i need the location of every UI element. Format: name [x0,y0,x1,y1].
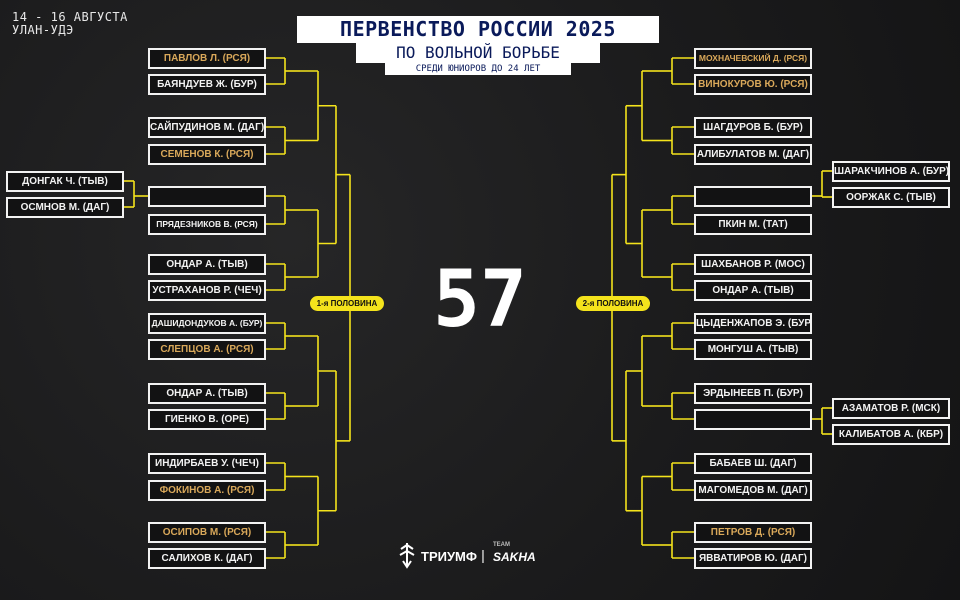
right-slot-2: ШАГДУРОВ Б. (БУР) [694,116,812,138]
triumph-logo-icon [399,543,415,569]
right-slot-15: ЯВВАТИРОВ Ю. (ДАГ) [694,547,812,569]
left-slot-10: ОНДАР А. (ТЫВ) [148,382,266,404]
left-slot-empty-4 [148,185,266,207]
right-slot-10: ЭРДЫНЕЕВ П. (БУР) [694,382,812,404]
right-slot-8: ЦЫДЕНЖАПОВ Э. (БУР) [694,312,812,334]
sponsor-logos: ТРИУМФ | TEAM SAKHA [397,541,547,569]
dates-text: 14 - 16 АВГУСТА [12,10,128,24]
right-slot-empty-4 [694,185,812,207]
right-slot-13: МАГОМЕДОВ М. (ДАГ) [694,479,812,501]
left-slot-0: ПАВЛОВ Л. (РСЯ) [148,47,266,69]
weight-category: 57 [433,255,527,345]
left-slot-3: СЕМЕНОВ К. (РСЯ) [148,143,266,165]
half-label-left: 1-я ПОЛОВИНА [310,296,384,311]
logo-separator: | [481,547,485,563]
left-slot-14: ОСИПОВ М. (РСЯ) [148,521,266,543]
right-slot-1: ВИНОКУРОВ Ю. (РСЯ) [694,73,812,95]
right-pre-slot-0: ШАРАКЧИНОВ А. (БУР) [832,160,950,182]
city-text: УЛАН-УДЭ [12,23,74,37]
left-slot-5: ПРЯДЕЗНИКОВ В. (РСЯ) [148,213,266,235]
left-slot-1: БАЯНДУЕВ Ж. (БУР) [148,73,266,95]
left-slot-13: ФОКИНОВ А. (РСЯ) [148,479,266,501]
left-slot-6: ОНДАР А. (ТЫВ) [148,253,266,275]
left-slot-2: САЙПУДИНОВ М. (ДАГ) [148,116,266,138]
title-sub: ПО ВОЛЬНОЙ БОРЬБЕ [356,43,600,63]
left-pre-slot-1: ОСМНОВ М. (ДАГ) [6,196,124,218]
left-slot-8: ДАШИДОНДУКОВ А. (БУР) [148,312,266,334]
left-slot-9: СЛЕПЦОВ А. (РСЯ) [148,338,266,360]
half-label-right: 2-я ПОЛОВИНА [576,296,650,311]
right-slot-12: БАБАЕВ Ш. (ДАГ) [694,452,812,474]
event-dates: 14 - 16 АВГУСТА УЛАН-УДЭ [12,11,128,37]
right-pre-slot-1: ООРЖАК С. (ТЫВ) [832,186,950,208]
left-slot-12: ИНДИРБАЕВ У. (ЧЕЧ) [148,452,266,474]
left-pre-slot-0: ДОНГАК Ч. (ТЫВ) [6,170,124,192]
right-slot-5: ПКИН М. (ТАТ) [694,213,812,235]
right-pre-slot-2: АЗАМАТОВ Р. (МСК) [832,397,950,419]
sakha-logo-text: SAKHA [493,550,536,564]
right-slot-14: ПЕТРОВ Д. (РСЯ) [694,521,812,543]
title-category: СРЕДИ ЮНИОРОВ ДО 24 ЛЕТ [385,63,571,75]
right-slot-6: ШАХБАНОВ Р. (МОС) [694,253,812,275]
left-slot-11: ГИЕНКО В. (ОРЕ) [148,408,266,430]
triumph-logo-text: ТРИУМФ [421,549,477,564]
right-slot-3: АЛИБУЛАТОВ М. (ДАГ) [694,143,812,165]
team-label: TEAM [493,542,510,548]
right-pre-slot-3: КАЛИБАТОВ А. (КБР) [832,423,950,445]
right-slot-7: ОНДАР А. (ТЫВ) [694,279,812,301]
left-slot-7: УСТРАХАНОВ Р. (ЧЕЧ) [148,279,266,301]
title-main: ПЕРВЕНСТВО РОССИИ 2025 [297,16,659,43]
right-slot-9: МОНГУШ А. (ТЫВ) [694,338,812,360]
left-slot-15: САЛИХОВ К. (ДАГ) [148,547,266,569]
right-slot-empty-11 [694,408,812,430]
right-slot-0: МОХНАЧЕВСКИЙ Д. (РСЯ) [694,47,812,69]
